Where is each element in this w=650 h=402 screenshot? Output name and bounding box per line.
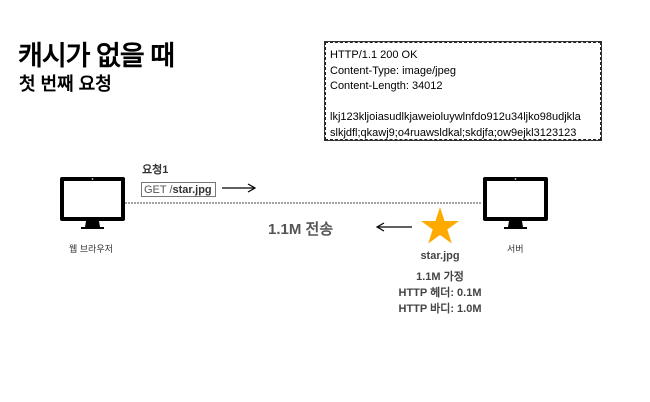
response-line: slkjdfl;qkawj9;o4ruawsldkal;skdjfa;ow9ej… [330,126,577,139]
response-line: lkj123kljoiasudlkjaweioluywlnfdo912u34lj… [330,111,581,123]
response-line: Content-Length: 34012 [330,80,443,92]
response-line: Content-Type: image/jpeg [330,64,456,77]
get-request-box: GET /star.jpg [141,182,216,197]
http-response-box: HTTP/1.1 200 OK Content-Type: image/jpeg… [324,41,602,141]
server-monitor-icon [483,177,548,229]
resource-name: star.jpg [420,250,460,262]
response-line: HTTP/1.1 200 OK [330,49,418,61]
server-label: 서버 [507,244,524,254]
page-title: 캐시가 없을 때 [18,41,175,71]
request-arrow [222,183,257,193]
page-subtitle: 첫 번째 요청 [19,74,112,94]
web-browser-label: 웹 브라우저 [69,244,113,254]
resource-size: 1.1M 가정 [416,271,464,283]
transfer-label: 1.1M 전송 [268,221,334,238]
resource-header-size: HTTP 헤더: 0.1M [398,287,482,299]
request-path: star.jpg [172,184,212,196]
web-browser-monitor-icon [60,177,125,229]
resource-body-size: HTTP 바디: 1.0M [398,303,482,315]
request-label: 요청1 [142,164,169,176]
star-icon [421,207,459,244]
response-arrow [375,222,412,232]
request-method: GET / [144,184,173,196]
